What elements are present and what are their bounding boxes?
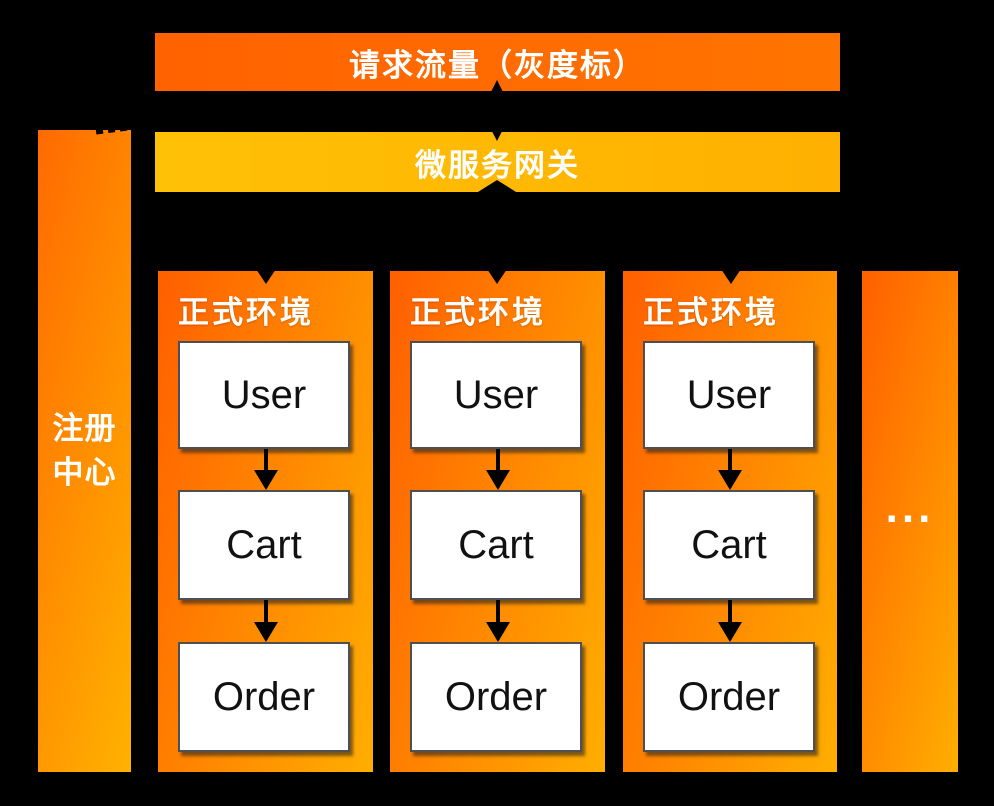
- request-traffic-label: 请求流量（灰度标）: [349, 47, 646, 83]
- down-arrow-icon: [485, 449, 510, 490]
- registry-label-line2: 中心: [52, 455, 117, 490]
- service-label-order: Order: [212, 674, 316, 719]
- service-label-user: User: [221, 372, 307, 417]
- request-traffic-banner: 请求流量（灰度标）: [155, 33, 840, 91]
- env-title: 正式环境: [178, 295, 314, 330]
- down-arrow-icon: [485, 600, 510, 642]
- down-arrow-icon: [718, 449, 742, 490]
- service-box-cart: Cart: [178, 490, 350, 600]
- service-label-order: Order: [444, 674, 548, 719]
- production-env-column-2: 正式环境 User Cart Order: [390, 271, 605, 772]
- service-box-order: Order: [643, 642, 815, 752]
- production-env-column-3: 正式环境 User Cart Order: [623, 271, 837, 772]
- env-title: 正式环境: [410, 295, 546, 330]
- down-arrow-icon: [253, 600, 278, 642]
- service-box-user: User: [643, 341, 815, 449]
- down-arrow-icon: [718, 600, 742, 642]
- service-label-cart: Cart: [691, 522, 767, 567]
- service-label-user: User: [453, 372, 539, 417]
- production-env-column-1: 正式环境 User Cart Order: [158, 271, 373, 772]
- env-title: 正式环境: [643, 295, 779, 330]
- service-box-user: User: [410, 341, 582, 449]
- registry-center-bar: 注册 中心: [38, 130, 131, 772]
- service-box-order: Order: [410, 642, 582, 752]
- service-box-user: User: [178, 341, 350, 449]
- service-label-user: User: [686, 372, 772, 417]
- registry-label-line1: 注册: [52, 411, 117, 446]
- service-box-order: Order: [178, 642, 350, 752]
- gateway-banner: 微服务网关: [155, 132, 840, 192]
- more-environments-column: ...: [862, 271, 958, 772]
- service-box-cart: Cart: [410, 490, 582, 600]
- registry-center-label: 注册 中心: [53, 407, 117, 495]
- down-arrow-icon: [253, 449, 278, 490]
- gateway-label: 微服务网关: [415, 147, 580, 183]
- service-label-cart: Cart: [458, 522, 534, 567]
- service-label-cart: Cart: [226, 522, 302, 567]
- service-label-order: Order: [677, 674, 781, 719]
- service-box-cart: Cart: [643, 490, 815, 600]
- ellipsis-label: ...: [885, 482, 935, 532]
